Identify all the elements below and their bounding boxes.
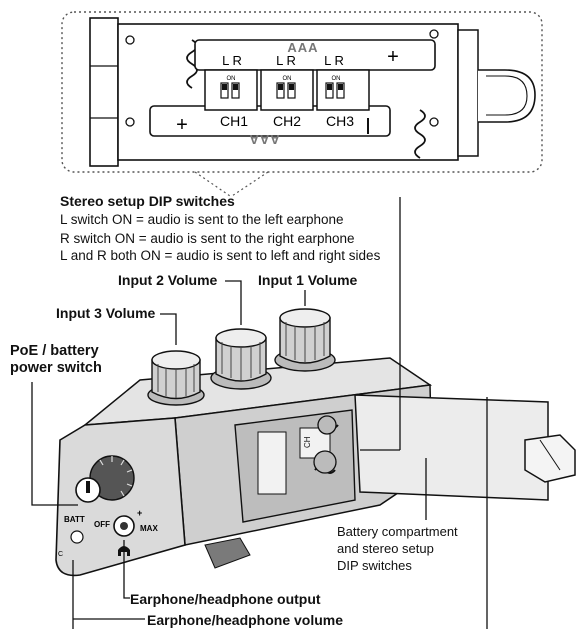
dip-ch3-letters: L R [324, 53, 344, 68]
leader-input2 [225, 281, 241, 325]
power-switch-label-line2: power switch [10, 360, 102, 377]
battery-label-line3: DIP switches [337, 558, 458, 575]
device-battery-door [355, 395, 548, 500]
ch3-label: CH3 [326, 113, 354, 129]
dip-lr-description: L and R both ON = audio is sent to left … [60, 248, 380, 264]
earphone-output-label: Earphone/headphone output [130, 591, 321, 607]
dip-ch2-on: ON [283, 76, 292, 82]
battery-bottom-plus: + [176, 114, 188, 136]
battery-compartment-label: Battery compartment and stereo setup DIP… [337, 524, 458, 575]
svg-text:C: C [58, 551, 63, 558]
dip-ch3-on: ON [332, 76, 341, 82]
input1-volume-label: Input 1 Volume [258, 272, 357, 288]
device-door-clip [525, 435, 575, 482]
input3-volume-label: Input 3 Volume [56, 305, 155, 321]
power-switch-label: PoE / battery power switch [10, 343, 102, 376]
device-body: CH BATT OFF + MAX [56, 309, 575, 575]
off-mark: OFF [94, 520, 110, 529]
battery-bottom-mark: AAA [248, 132, 279, 147]
led-indicator [71, 531, 83, 543]
ch1-label: CH1 [220, 113, 248, 129]
max-mark: MAX [140, 524, 158, 533]
input3-knob [148, 351, 204, 405]
battery-label-line2: and stereo setup [337, 541, 458, 558]
input2-volume-label: Input 2 Volume [118, 272, 217, 288]
dip-ch2-letters: L R [276, 53, 296, 68]
dip-ch1-letters: L R [222, 53, 242, 68]
leader-input3 [160, 314, 176, 345]
plus-mark: + [137, 508, 142, 518]
svg-text:CH: CH [303, 436, 312, 448]
earphone-volume-label: Earphone/headphone volume [147, 612, 343, 628]
power-switch-label-line1: PoE / battery [10, 343, 102, 360]
battery-compartment-inset: + + AAA AAA L R ON CH1 L R ON [62, 12, 542, 172]
battery-label-line1: Battery compartment [337, 524, 458, 541]
batt-mark: BATT [64, 515, 85, 524]
input2-knob [211, 329, 271, 389]
dip-r-description: R switch ON = audio is sent to the right… [60, 231, 355, 247]
inset-right-rail [458, 30, 478, 156]
dip-l-description: L switch ON = audio is sent to the left … [60, 212, 344, 228]
ch2-label: CH2 [273, 113, 301, 129]
dip-switches-title: Stereo setup DIP switches [60, 193, 235, 209]
battery-top-plus: + [387, 46, 399, 68]
inset-left-rail [90, 18, 118, 166]
input1-knob [275, 309, 335, 371]
dip-ch1-on: ON [227, 76, 236, 82]
